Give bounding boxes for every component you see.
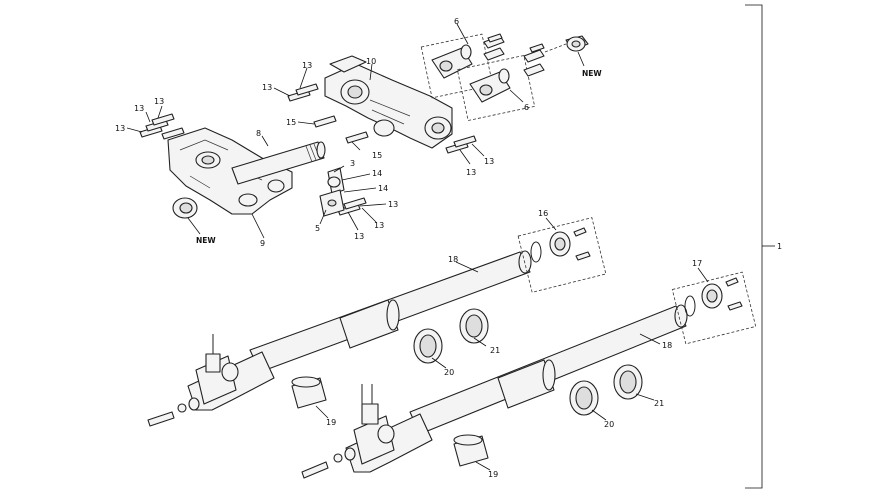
steering-bearing [172,197,201,235]
fork-tube-left [249,250,532,373]
label-20-left: 20 [444,368,454,377]
label-10: 10 [366,57,376,66]
label-19-right: 19 [488,470,498,479]
steering-stem [231,141,326,185]
label-new-right: NEW [582,69,602,78]
label-17: 17 [692,259,702,268]
label-13-j: 13 [354,232,364,241]
label-14-a: 14 [372,169,382,178]
label-13-b: 13 [262,83,272,92]
label-1: 1 [777,242,782,251]
label-13-h: 13 [388,200,398,209]
label-6-bottom: 6 [524,103,529,112]
label-13-f: 13 [484,157,494,166]
lower-triple-clamp [167,127,293,215]
label-14-b: 14 [378,184,388,193]
label-21-left: 21 [490,346,500,355]
label-9: 9 [260,239,265,248]
label-13-c: 13 [154,97,164,106]
bushing-right [453,434,489,467]
bolts [139,33,545,216]
label-15-b: 15 [372,151,382,160]
label-19-left: 19 [326,418,336,427]
callout-labels: 1 6 6 NEW 10 13 13 13 13 13 15 8 15 13 1… [115,17,782,479]
cable-guide [319,167,345,217]
label-new-left: NEW [196,236,216,245]
handlebar-clamp-lower [456,49,545,121]
fork-cap-17 [671,271,757,345]
label-6-top: 6 [454,17,459,26]
fork-cap-16 [517,217,607,293]
fork-leg-right [301,384,433,479]
label-18-right: 18 [662,341,672,350]
seal-20-right [569,380,599,416]
leader-lines [126,23,709,471]
label-13-d: 13 [134,104,144,113]
label-13-a: 13 [302,61,312,70]
label-5: 5 [315,224,320,233]
label-8: 8 [256,129,261,138]
fork-tube-right [409,304,688,435]
label-13-e: 13 [115,124,125,133]
label-20-right: 20 [604,420,614,429]
seal-21-left [459,308,489,344]
upper-triple-clamp [324,55,453,149]
label-13-g: 13 [466,168,476,177]
fork-leg-left [147,334,275,427]
assembly-bracket [745,4,775,489]
steering-nut [544,35,589,67]
label-3: 3 [350,159,355,168]
bushing-left [291,376,327,409]
label-15-a: 15 [286,118,296,127]
label-18-left: 18 [448,255,458,264]
label-21-right: 21 [654,399,664,408]
seal-20-left [413,328,443,364]
label-13-i: 13 [374,221,384,230]
seal-21-right [613,364,643,400]
label-16: 16 [538,209,548,218]
